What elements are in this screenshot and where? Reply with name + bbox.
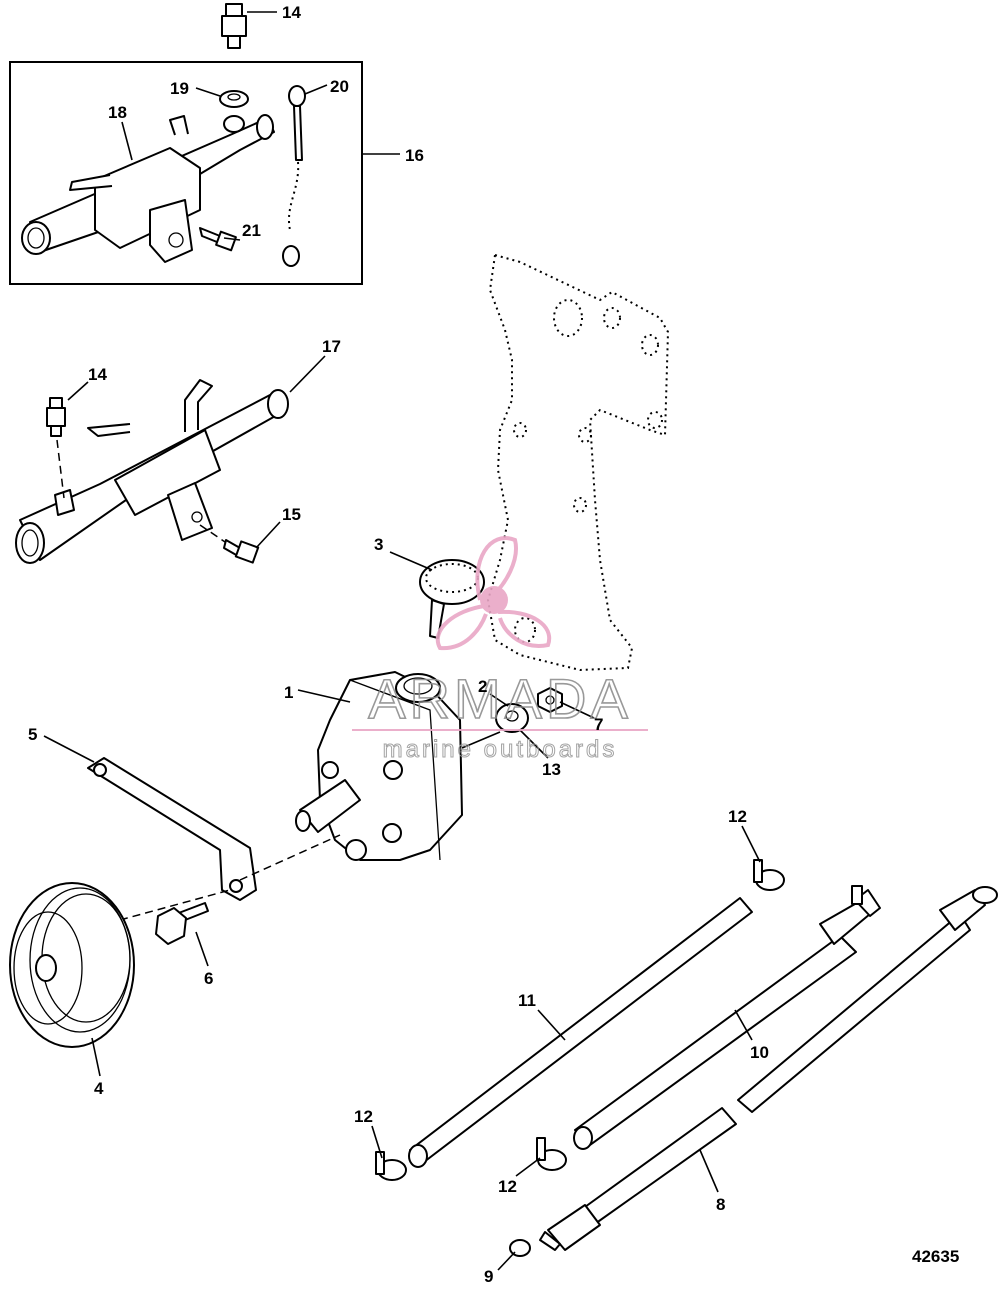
part-7-nut	[537, 687, 563, 713]
watermark-tagline: marine outboards	[383, 736, 618, 763]
callout-3: 3	[374, 535, 383, 554]
figure-number: 42635	[912, 1247, 959, 1266]
part-14-sensor-lower	[46, 397, 66, 499]
callout-15: 15	[282, 505, 301, 524]
callout-19: 19	[170, 79, 189, 98]
callout-18: 18	[108, 103, 127, 122]
callout-9: 9	[484, 1267, 493, 1286]
part-11-hose	[408, 897, 753, 1168]
callout-6: 6	[204, 969, 213, 988]
engine-bracket-outline	[486, 253, 670, 672]
callout-labels: 14 16 18 19 20 21 14 17 15 3 1 2 7 13 5 …	[28, 3, 959, 1286]
callout-12-middle: 12	[498, 1177, 517, 1196]
callout-12-upper: 12	[728, 807, 747, 826]
part-18-fitting	[21, 114, 275, 263]
part-12-clamp-left	[375, 1151, 407, 1181]
callout-1: 1	[284, 683, 293, 702]
part-6-bolt	[155, 902, 209, 945]
part-12-clamp-upper	[753, 859, 785, 891]
callout-14-lower: 14	[88, 365, 107, 384]
watermark-brand: ARMADA	[368, 667, 632, 730]
callout-12-left: 12	[354, 1107, 373, 1126]
callout-2: 2	[478, 677, 487, 696]
part-8-hose	[539, 886, 998, 1251]
callout-8: 8	[716, 1195, 725, 1214]
callout-13: 13	[542, 760, 561, 779]
part-19-washer	[219, 90, 249, 108]
part-10-hose	[573, 885, 881, 1150]
inset-box-17	[9, 61, 363, 285]
watermark: ARMADA marine outboards	[352, 536, 648, 764]
leader-lines	[43, 11, 761, 1271]
part-16-fitting	[15, 379, 289, 564]
callout-11: 11	[518, 991, 536, 1010]
callout-4: 4	[94, 1079, 104, 1098]
part-4-pulley	[9, 882, 135, 1048]
part-14-sensor-top	[221, 3, 247, 49]
callout-20: 20	[330, 77, 349, 96]
callout-7: 7	[594, 715, 603, 734]
part-15-bolt	[199, 524, 260, 564]
callout-5: 5	[28, 725, 37, 744]
callout-17: 16	[405, 146, 424, 165]
part-12-clamp-middle	[536, 1137, 567, 1171]
callout-16: 17	[322, 337, 341, 356]
part-3-cap	[419, 559, 485, 639]
callout-21: 21	[242, 221, 261, 240]
callout-14-top: 14	[282, 3, 301, 22]
part-13-spacer	[495, 703, 529, 733]
propeller-logo	[435, 536, 552, 651]
part-20-strap	[282, 85, 306, 267]
part-1-pump	[295, 671, 501, 861]
part-5-bracket	[87, 757, 341, 921]
callout-10: 10	[750, 1043, 769, 1062]
part-21-bolt	[199, 227, 237, 252]
